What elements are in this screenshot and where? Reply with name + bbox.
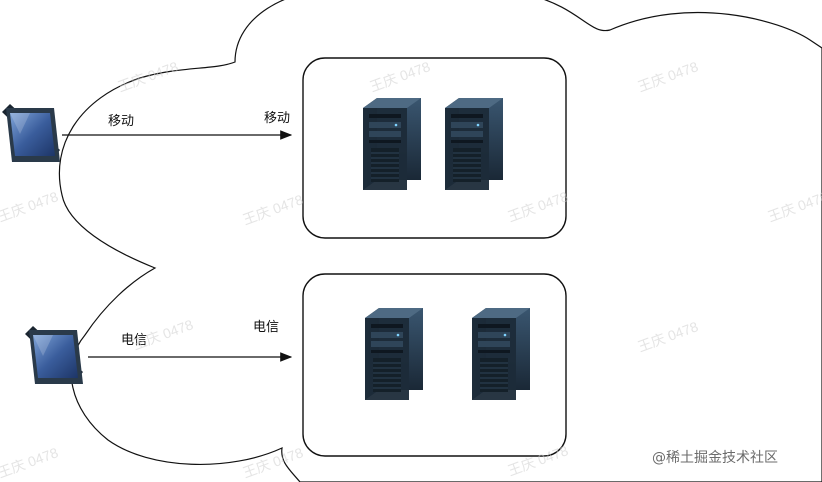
watermark-text: 王庆 0478 [766, 188, 822, 225]
watermark-text: 王庆 0478 [0, 444, 60, 481]
watermark-text: 王庆 0478 [131, 316, 196, 353]
server-icon [471, 307, 531, 401]
watermark-text: 王庆 0478 [636, 318, 701, 355]
tablet-icon [25, 326, 83, 384]
telecom-arrow-label: 电信 [253, 320, 279, 335]
mobile-arrow-label: 移动 [264, 111, 290, 126]
footer-credit: @稀土掘金技术社区 [652, 450, 778, 466]
watermark-text: 王庆 0478 [116, 58, 181, 95]
server-icon [362, 97, 422, 191]
tablet-icon [2, 104, 60, 162]
telecom-line-label: 电信 [121, 333, 147, 348]
watermark-text: 王庆 0478 [241, 191, 306, 228]
server-icon [444, 97, 504, 191]
watermark-text: 王庆 0478 [636, 58, 701, 95]
watermark-text: 王庆 0478 [0, 188, 60, 225]
watermark-text: 王庆 0478 [241, 444, 306, 481]
mobile-line-label: 移动 [108, 114, 134, 129]
server-icon [364, 307, 424, 401]
cloud-outline [58, 0, 822, 482]
